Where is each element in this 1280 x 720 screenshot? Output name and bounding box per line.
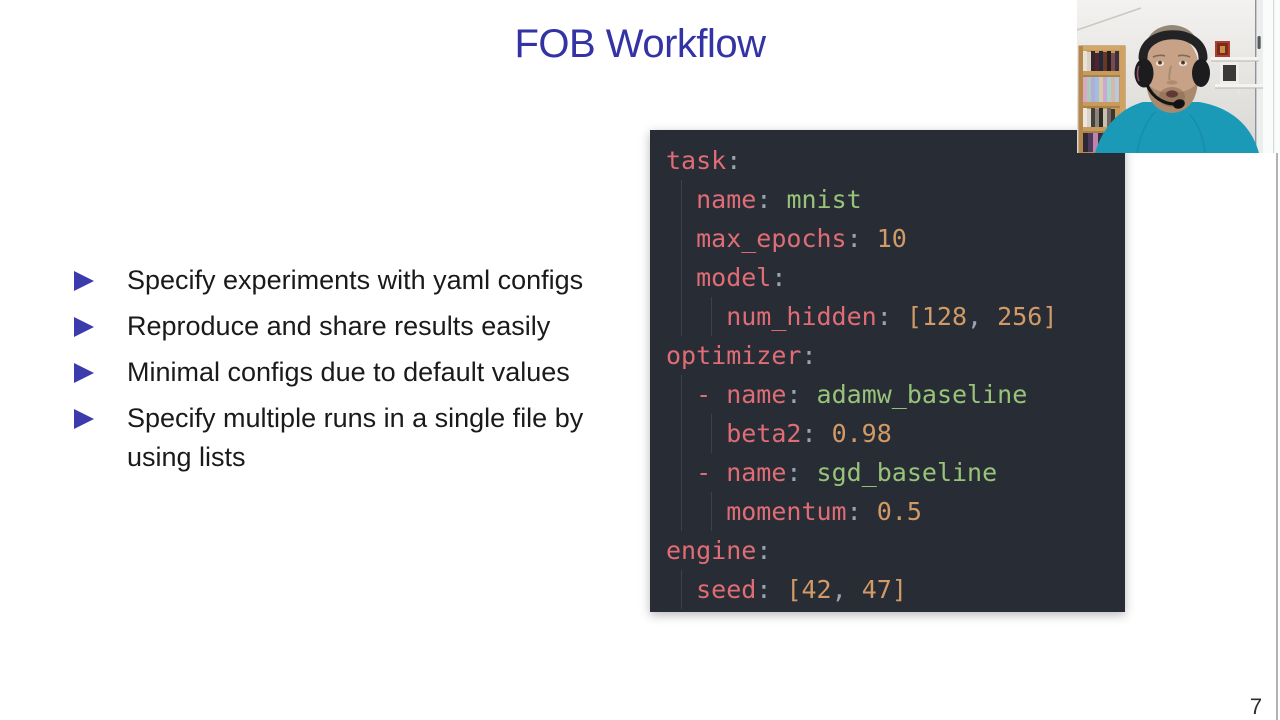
webcam-video-frame — [1077, 0, 1280, 153]
code-line: beta2: 0.98 — [666, 414, 1125, 453]
bullet-text: Specify experiments with yaml configs — [127, 265, 584, 295]
indent-guide — [696, 492, 726, 531]
code-token: : — [876, 302, 892, 331]
indent-guide — [666, 219, 696, 258]
code-token — [817, 419, 832, 448]
webcam-bookshelf — [1078, 45, 1126, 153]
code-token: : — [801, 419, 817, 448]
headphones-icon — [1138, 30, 1208, 63]
indent-guide — [666, 297, 696, 336]
code-line: num_hidden: [128, 256] — [666, 297, 1125, 336]
code-token: , — [831, 575, 847, 604]
code-token: beta2 — [726, 419, 802, 448]
slide-title: FOB Workflow — [514, 22, 766, 66]
code-token: seed — [696, 575, 757, 604]
webcam-overlay — [1077, 0, 1280, 153]
bullet-item: Reproduce and share results easily — [74, 307, 634, 346]
code-token: : — [726, 146, 742, 175]
code-token: - — [696, 458, 727, 487]
code-token: 10 — [876, 224, 907, 253]
code-token: , — [967, 302, 983, 331]
webcam-person — [1095, 25, 1259, 153]
indent-guide — [666, 453, 696, 492]
code-token: sgd_baseline — [816, 458, 998, 487]
code-token: : — [771, 263, 787, 292]
code-token — [862, 224, 877, 253]
code-token: : — [786, 380, 802, 409]
code-token: name — [726, 380, 787, 409]
code-token: engine — [666, 536, 757, 565]
indent-guide — [666, 375, 696, 414]
indent-guide — [666, 258, 696, 297]
code-token: : — [786, 458, 802, 487]
code-token — [771, 185, 786, 214]
bullet-triangle-icon — [74, 363, 127, 383]
code-token: 0.5 — [876, 497, 922, 526]
code-line: momentum: 0.5 — [666, 492, 1125, 531]
code-token — [847, 575, 862, 604]
indent-guide — [666, 414, 696, 453]
code-token: : — [756, 536, 772, 565]
code-token: 256] — [997, 302, 1058, 331]
code-line: max_epochs: 10 — [666, 219, 1125, 258]
code-token: 0.98 — [831, 419, 892, 448]
code-token: name — [726, 458, 787, 487]
code-token: model — [696, 263, 772, 292]
page-number: 7 — [1249, 694, 1263, 719]
code-token: : — [756, 185, 772, 214]
code-token: [42 — [786, 575, 832, 604]
code-line: seed: [42, 47] — [666, 570, 1125, 609]
code-token: [128 — [906, 302, 968, 331]
code-token: momentum — [726, 497, 847, 526]
microphone-icon — [1145, 84, 1176, 106]
indent-guide — [666, 180, 696, 219]
code-token — [862, 497, 877, 526]
indent-guide — [666, 492, 696, 531]
code-token: mnist — [786, 185, 862, 214]
code-token — [892, 302, 907, 331]
code-token: adamw_baseline — [816, 380, 1028, 409]
code-line: task: — [666, 141, 1125, 180]
indent-guide — [696, 414, 726, 453]
bullet-triangle-icon — [74, 317, 127, 337]
webcam-window — [1255, 0, 1280, 153]
code-token: : — [756, 575, 772, 604]
code-token: name — [696, 185, 757, 214]
bullet-text: Minimal configs due to default values — [127, 357, 570, 387]
bullet-item: Minimal configs due to default values — [74, 353, 634, 392]
code-token: max_epochs — [696, 224, 847, 253]
code-token — [982, 302, 997, 331]
code-token: optimizer — [666, 341, 802, 370]
code-token: num_hidden — [726, 302, 877, 331]
wall-corner-line — [1077, 7, 1142, 31]
indent-guide — [696, 297, 726, 336]
bullet-item: Specify experiments with yaml configs — [74, 261, 634, 300]
bullet-triangle-icon — [74, 409, 127, 429]
code-token: : — [846, 497, 862, 526]
code-token: task — [666, 146, 727, 175]
bullet-text: Reproduce and share results easily — [127, 311, 551, 341]
bullet-item: Specify multiple runs in a single file b… — [74, 399, 634, 477]
code-token — [771, 575, 786, 604]
code-line: - name: adamw_baseline — [666, 375, 1125, 414]
wall-shelves — [1211, 41, 1263, 95]
indent-guide — [666, 570, 696, 609]
code-token: 47] — [861, 575, 907, 604]
code-token: : — [801, 341, 817, 370]
bullet-triangle-icon — [74, 271, 127, 291]
slide-edge-divider — [1276, 153, 1278, 720]
code-line: model: — [666, 258, 1125, 297]
code-token: : — [846, 224, 862, 253]
code-line: engine: — [666, 531, 1125, 570]
code-token — [801, 458, 816, 487]
code-line: - name: sgd_baseline — [666, 453, 1125, 492]
code-line: name: mnist — [666, 180, 1125, 219]
code-token — [801, 380, 816, 409]
code-token: - — [696, 380, 727, 409]
bullet-text: Specify multiple runs in a single file b… — [127, 403, 584, 472]
code-line: optimizer: — [666, 336, 1125, 375]
